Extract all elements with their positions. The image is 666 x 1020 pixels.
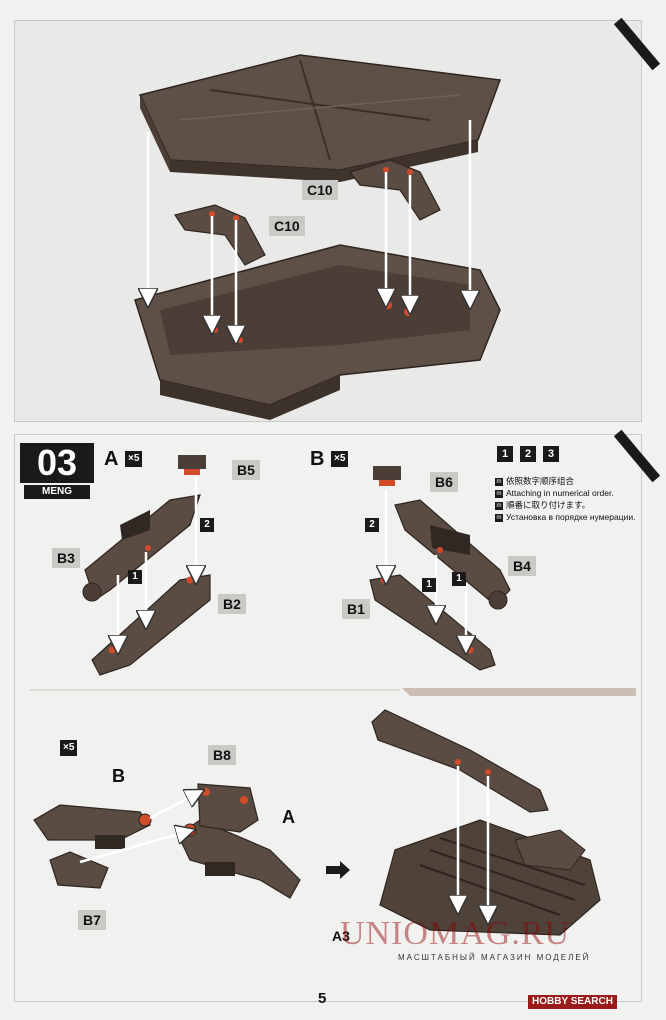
page-number: 5 (318, 990, 327, 1007)
part-label-b8: B8 (208, 745, 236, 765)
step-number: 03 (20, 443, 94, 483)
next-step-arrow-icon (326, 861, 350, 879)
c10-bracket-left (174, 204, 266, 266)
part-label-c10-left: C10 (269, 216, 305, 236)
part-label-b1: B1 (342, 599, 370, 619)
subassembly-a-arrows (118, 478, 196, 645)
lower-qty: ×5 (60, 740, 78, 756)
part-label-c10-right: C10 (302, 180, 338, 200)
hull-base-part (134, 244, 501, 420)
part-label-b5: B5 (232, 460, 260, 480)
order-box-3: 3 (543, 446, 559, 462)
subassembly-b-qty: ×5 (331, 451, 349, 467)
assembly-panel-bottom (14, 434, 642, 1002)
step-marker-2b: 2 (365, 518, 379, 532)
result-assembly-illustration (371, 709, 601, 936)
subassembly-a-qty: ×5 (125, 451, 143, 467)
image-credit: HOBBY SEARCH (528, 995, 617, 1009)
b8-plate-part (197, 783, 259, 833)
part-label-a3: A3 (332, 928, 350, 944)
order-box-1: 1 (497, 446, 513, 462)
section-divider-accent (402, 688, 636, 696)
part-label-b2: B2 (218, 594, 246, 614)
lower-assembly-arrows (79, 794, 196, 864)
subassembly-b-letter: B (310, 448, 325, 470)
result-assembly-arrows (458, 766, 488, 915)
watermark-text: UNIOMAG.RU (340, 915, 571, 952)
c10-bracket-right (348, 159, 441, 221)
top-assembly-arrows (148, 120, 470, 335)
b7-plate-part (49, 851, 109, 889)
step-marker-1: 1 (128, 570, 142, 584)
roof-plate-part (138, 54, 502, 182)
step-badge: 03 MENG (20, 443, 94, 499)
watermark-subtext: МАСШТАБНЫЙ МАГАЗИН МОДЕЛЕЙ (398, 953, 591, 962)
step-marker-2: 2 (200, 518, 214, 532)
lower-label-b: B (112, 766, 125, 786)
lower-label-a: A (282, 807, 295, 827)
part-label-b6: B6 (430, 472, 458, 492)
subassembly-b-arrows (386, 490, 466, 645)
part-label-b4: B4 (508, 556, 536, 576)
lower-b-arm (33, 804, 152, 849)
step-marker-1b: 1 (422, 578, 436, 592)
order-box-2: 2 (520, 446, 536, 462)
subassembly-a-letter: A (104, 448, 119, 470)
step-marker-1c: 1 (452, 572, 466, 586)
brand-logo: MENG (24, 485, 90, 499)
part-label-b3: B3 (52, 548, 80, 568)
part-label-b7: B7 (78, 910, 106, 930)
